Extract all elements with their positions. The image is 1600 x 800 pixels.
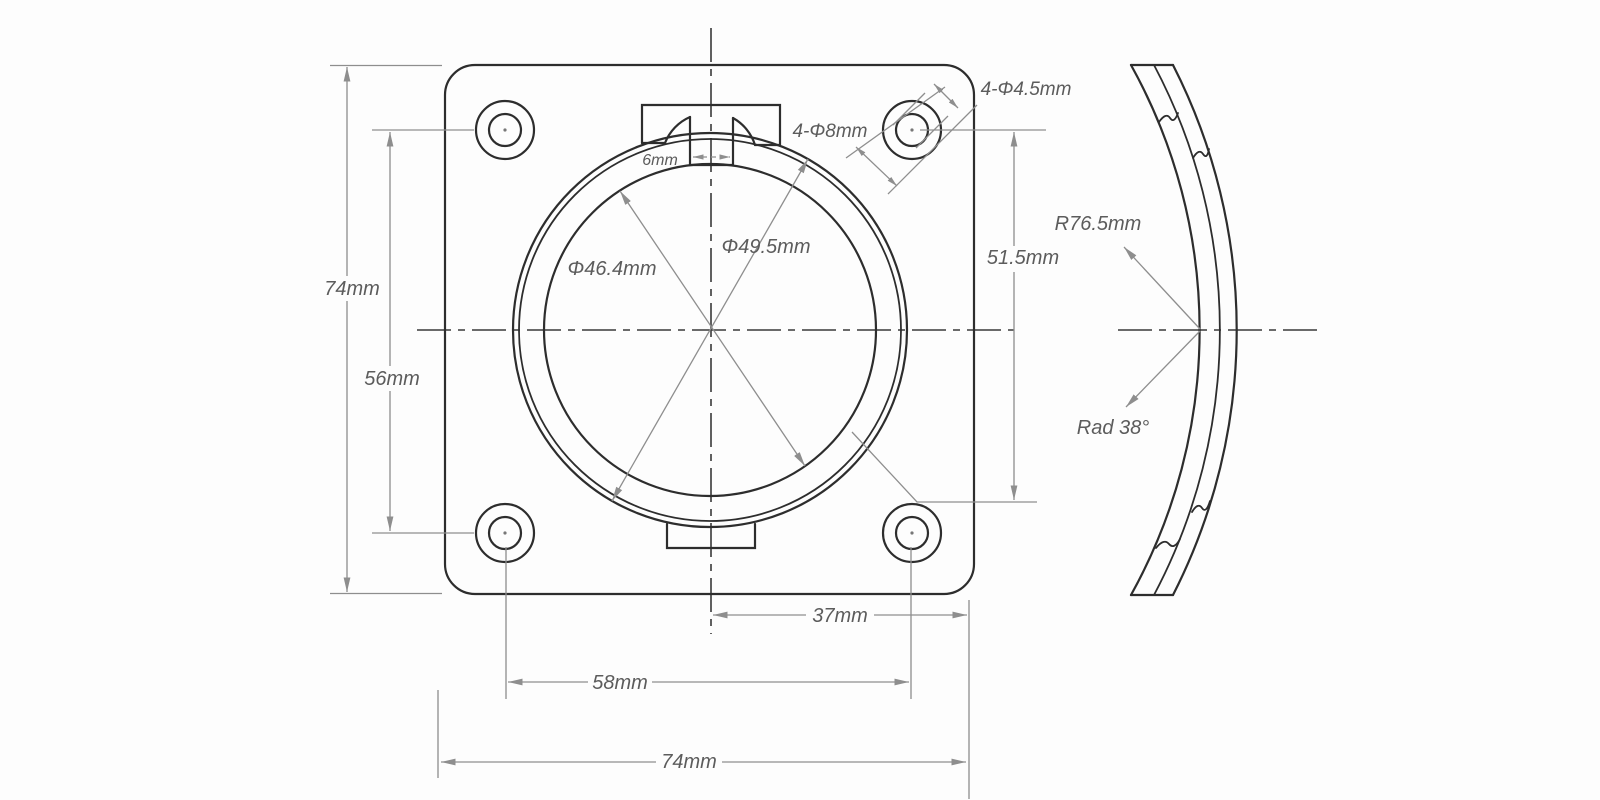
dim-label-51-5mm: 51.5mm bbox=[987, 247, 1059, 269]
break-lines bbox=[1155, 112, 1211, 549]
dim-label-74mm-bottom: 74mm bbox=[661, 751, 717, 773]
dim-label-4-phi8: 4-Φ8mm bbox=[792, 121, 867, 142]
break-line-bottom-2 bbox=[1155, 538, 1181, 549]
break-line-top-1 bbox=[1158, 112, 1179, 123]
top-tab-bump-right bbox=[731, 116, 757, 147]
dim-label-dia-49-5: Φ49.5mm bbox=[722, 236, 811, 258]
dim-label-56mm: 56mm bbox=[364, 368, 420, 390]
tangent-line-phi45-b bbox=[915, 115, 949, 149]
hole-center-dot bbox=[910, 531, 914, 535]
front-view bbox=[443, 63, 976, 596]
dim-label-r76-5: R76.5mm bbox=[1055, 213, 1142, 235]
bezel-circle-inner bbox=[518, 138, 902, 522]
side-curve-middle bbox=[1153, 64, 1221, 596]
hole-center-dot bbox=[503, 128, 507, 132]
label-bg bbox=[806, 603, 874, 628]
label-bg bbox=[365, 366, 418, 391]
dim-label-dia-46-4: Φ46.4mm bbox=[568, 258, 657, 280]
hole-bottom-right-inner bbox=[894, 515, 930, 551]
dim-label-6mm: 6mm bbox=[642, 152, 678, 169]
plate-outline bbox=[443, 63, 976, 596]
dim-label-4-phi4-5: 4-Φ4.5mm bbox=[981, 79, 1072, 100]
label-bg bbox=[588, 670, 652, 695]
centerlines bbox=[417, 28, 1322, 634]
tangent-line-phi8-b bbox=[887, 104, 978, 195]
break-line-top-2 bbox=[1192, 148, 1210, 159]
bottom-tab bbox=[665, 522, 757, 550]
hole-top-left-outer bbox=[474, 99, 536, 161]
label-bg bbox=[326, 276, 379, 301]
hole-center-dot bbox=[910, 128, 914, 132]
side-curve-outer bbox=[1129, 63, 1201, 597]
hole-center-dot bbox=[503, 531, 507, 535]
tangent-line-phi45-a bbox=[892, 92, 926, 126]
leader-r76-5 bbox=[1123, 246, 1201, 330]
hole-top-left-inner bbox=[487, 112, 523, 148]
top-tab-bump-left bbox=[663, 115, 692, 145]
side-curve-back bbox=[1171, 63, 1238, 597]
dim-label-rad-38: Rad 38° bbox=[1077, 417, 1150, 439]
dim-arrows-phi45 bbox=[933, 83, 959, 109]
hole-bottom-left-outer bbox=[474, 502, 536, 564]
bezel-circle-outer bbox=[511, 131, 909, 529]
ext-leader-51 bbox=[851, 431, 1037, 503]
dim-label-74mm-left: 74mm bbox=[324, 278, 380, 300]
label-bg bbox=[656, 749, 722, 774]
dim-line-dia-46-4 bbox=[619, 190, 806, 467]
dimension-labels: 74mm 56mm 6mm Φ46.4mm Φ49.5mm 4-Φ8mm 4-Φ… bbox=[324, 79, 1149, 773]
dimension-lines bbox=[330, 64, 1201, 799]
break-line-bottom-1 bbox=[1191, 500, 1211, 513]
top-tab-rect bbox=[640, 103, 782, 147]
dim-label-58mm: 58mm bbox=[592, 672, 648, 694]
hole-bottom-right-outer bbox=[881, 502, 943, 564]
dim-line-dia-49-5 bbox=[611, 158, 809, 502]
label-backgrounds bbox=[326, 246, 1058, 774]
dim-label-37mm: 37mm bbox=[812, 605, 868, 627]
dim-arrows-phi8 bbox=[855, 146, 898, 187]
side-view bbox=[1129, 63, 1238, 597]
label-bg bbox=[988, 246, 1058, 272]
hole-bottom-left-inner bbox=[487, 515, 523, 551]
leader-rad-38 bbox=[1125, 330, 1201, 408]
